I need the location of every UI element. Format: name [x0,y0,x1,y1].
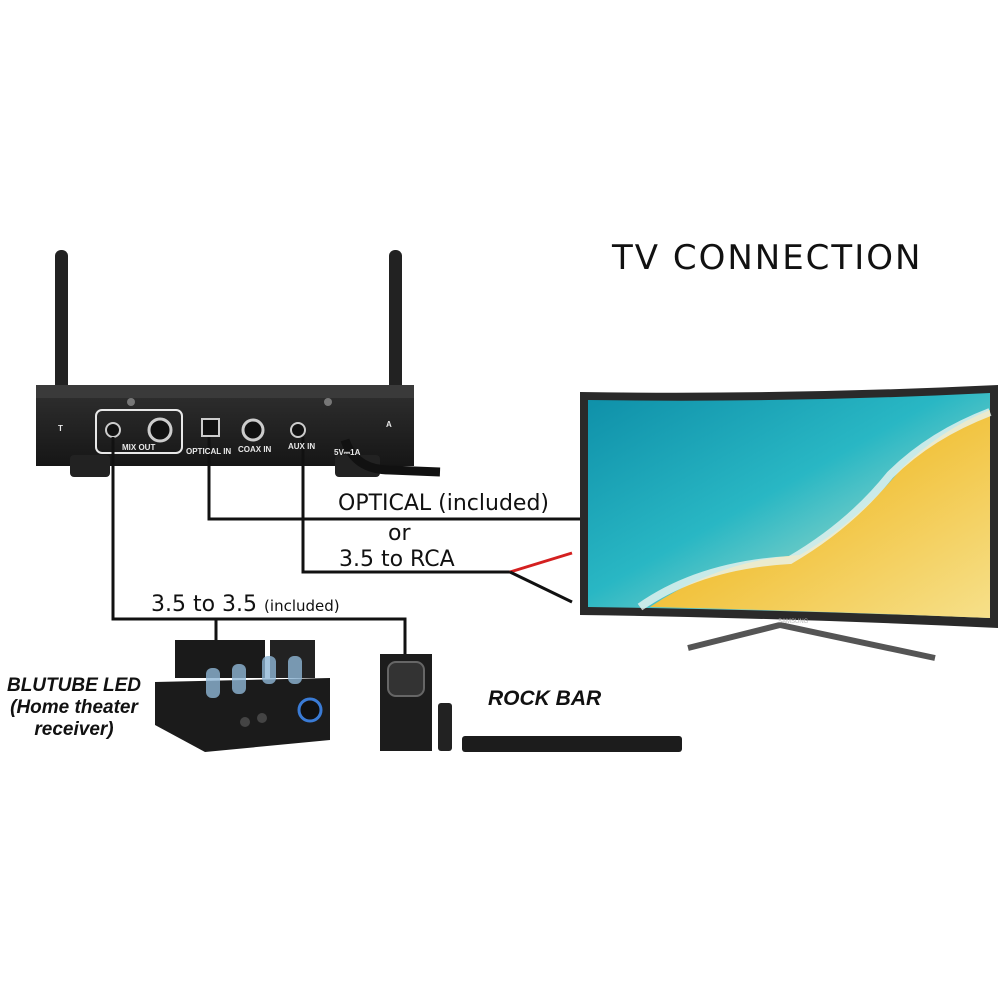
or-label: or [388,521,411,546]
tv-stand [687,621,936,661]
screw-left [127,398,135,406]
mix-out-jack-large [147,417,173,443]
blutube-receiver [155,640,330,752]
rca-red-lead [509,551,573,574]
edge-label-left: T [58,424,63,433]
blutube-line-3: receiver) [34,719,114,740]
aux-35-text: 3.5 to 3.5 [151,592,258,617]
optical-in-jack [201,418,220,437]
amp-body [155,678,330,752]
blutube-line-1: BLUTUBE LED [6,675,142,696]
power-cable [340,438,441,477]
port-optical-in: OPTICAL IN [186,447,232,456]
wireless-receiver [36,250,441,477]
edge-label-right: A [386,420,392,429]
aux-35-cable [111,437,407,654]
cables [111,437,585,654]
page-title: TV CONNECTION [612,238,923,278]
amp-tube-2 [232,664,246,694]
foot-left [70,455,110,477]
amp-knob-2 [257,713,267,723]
screw-right [324,398,332,406]
optical-cable [207,437,585,521]
mix-out-frame [95,409,183,454]
subwoofer-driver [387,661,425,697]
tv-screen-surf [637,408,992,611]
soundbar [462,736,682,752]
aux-35-label: 3.5 to 3.5 (included) [151,592,340,617]
port-power: 5V⎓1A [334,448,361,457]
rca-black-lead [509,570,573,604]
amp-tube-3 [262,656,276,684]
optical-label: OPTICAL (included) [338,491,550,516]
tv-brand: SAMSUNG [778,619,809,625]
port-coax-in: COAX IN [238,445,272,454]
blutube-label: BLUTUBE LED (Home theater receiver) [0,675,148,741]
aux-in-jack [290,422,306,438]
foot-right [335,455,380,477]
mix-out-jack-small [105,422,121,438]
tv-screen-sand [650,410,990,618]
amp-transformer [175,640,265,678]
amp-tube-1 [206,668,220,698]
remote-control [438,703,452,751]
port-aux-in: AUX IN [288,442,316,451]
curved-tv: SAMSUNG [580,385,998,661]
rca-label: 3.5 to RCA [339,547,455,572]
rock-bar-system [380,654,682,752]
amp-volume-knob [297,697,323,723]
port-mix-out: MIX OUT [122,443,156,452]
rockbar-label: ROCK BAR [488,687,602,710]
rca-cable [301,437,510,574]
amp-knob-1 [240,717,250,727]
amp-tube-4 [288,656,302,684]
blutube-line-2: (Home theater [10,697,138,718]
coax-in-jack [241,418,265,442]
aux-35-note: (included) [264,597,340,615]
